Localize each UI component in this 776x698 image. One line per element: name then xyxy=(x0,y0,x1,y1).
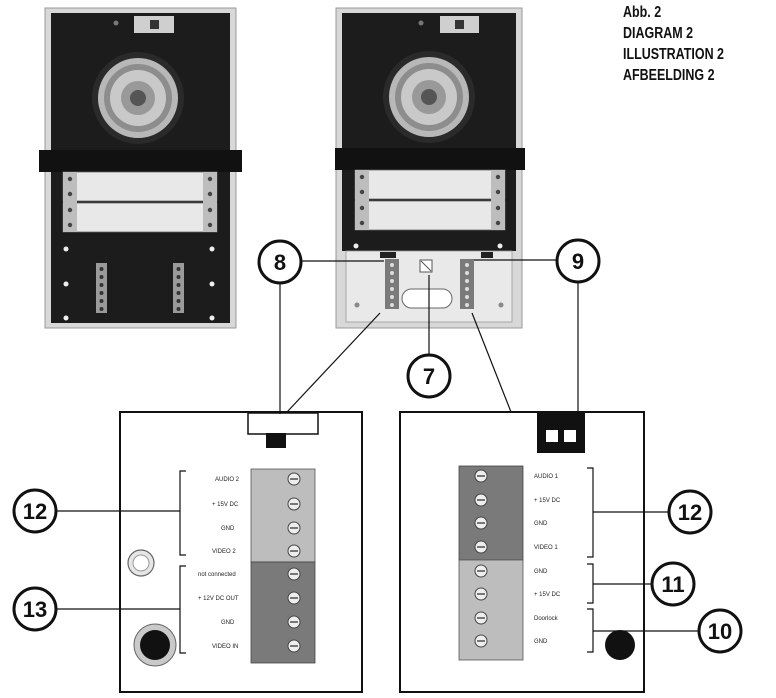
callout-12-left-label: 12 xyxy=(23,499,47,524)
left-terminal-labels: AUDIO 2 + 15V DC GND VIDEO 2 not connect… xyxy=(198,477,240,650)
left-station-band xyxy=(39,150,242,172)
left-label-video-in: VIDEO IN xyxy=(212,644,238,650)
board-terminal-right xyxy=(460,259,474,309)
callout-11-label: 11 xyxy=(661,572,684,597)
callout-7-label: 7 xyxy=(423,364,435,389)
left-label-audio2: AUDIO 2 xyxy=(215,477,240,483)
right-door-station xyxy=(335,7,525,329)
left-label-15vdc: + 15V DC xyxy=(212,502,239,508)
left-door-station xyxy=(39,7,242,329)
left-indicator-led xyxy=(113,20,119,26)
left-terminal-block-lower xyxy=(250,561,316,664)
right-label-doorlock: Doorlock xyxy=(534,616,559,622)
board-cable-opening xyxy=(401,288,453,309)
right-terminal-block-lower xyxy=(458,559,524,661)
caption-line-de: Abb. 2 xyxy=(623,4,662,21)
board-terminal-left xyxy=(385,259,399,309)
board-jumper-left xyxy=(380,252,396,258)
callout-12-right-label: 12 xyxy=(678,500,702,525)
left-station-terminal-strips xyxy=(96,263,184,313)
left-bracket-upper xyxy=(179,470,186,556)
left-camera-icon xyxy=(150,20,159,29)
right-detail-jumper xyxy=(537,413,585,453)
callout-9-label: 9 xyxy=(572,249,584,274)
caption-line-nl: AFBEELDING 2 xyxy=(623,67,715,84)
right-indicator-led xyxy=(418,20,424,26)
right-speaker-grille xyxy=(383,51,475,143)
left-speaker-grille xyxy=(92,52,184,144)
left-label-gnd-1: GND xyxy=(221,526,235,532)
left-terminal-block-upper xyxy=(250,468,316,563)
left-label-not-connected: not connected xyxy=(198,572,236,578)
left-label-gnd-2: GND xyxy=(221,620,235,626)
left-label-12vdc-out: + 12V DC OUT xyxy=(198,596,239,602)
callout-7: 7 xyxy=(406,353,452,399)
right-terminal-screws xyxy=(474,469,488,648)
caption-line-en: DIAGRAM 2 xyxy=(623,25,694,42)
figure-caption: Abb. 2 DIAGRAM 2 ILLUSTRATION 2 AFBEELDI… xyxy=(623,2,724,86)
right-label-gnd-1: GND xyxy=(534,521,548,527)
right-camera-icon xyxy=(455,20,464,29)
caption-line-fr: ILLUSTRATION 2 xyxy=(623,46,724,63)
right-label-15vdc-1: + 15V DC xyxy=(534,498,561,504)
left-station-screws xyxy=(63,246,215,321)
callout-8: 8 xyxy=(257,239,303,285)
board-jumper-right xyxy=(481,252,493,258)
callout-9: 9 xyxy=(555,238,601,284)
left-label-video2: VIDEO 2 xyxy=(212,549,236,555)
right-detail-box: AUDIO 1 + 15V DC GND VIDEO 1 GND + 15V D… xyxy=(399,411,645,693)
right-terminal-block-upper xyxy=(458,465,524,561)
callout-10-label: 10 xyxy=(708,619,732,644)
callout-8-label: 8 xyxy=(274,250,286,275)
left-name-plates xyxy=(62,171,218,233)
callout-12-left: 12 xyxy=(12,488,58,534)
left-detail-jumper-housing xyxy=(247,412,319,435)
callout-11: 11 xyxy=(650,561,696,607)
leader-lines xyxy=(56,259,699,632)
left-terminal-screws xyxy=(287,472,301,653)
right-round-hole xyxy=(605,630,635,660)
right-name-plates xyxy=(354,169,506,231)
right-station-band xyxy=(335,148,525,170)
right-label-gnd-2: GND xyxy=(534,569,548,575)
right-label-video1: VIDEO 1 xyxy=(534,545,558,551)
right-label-15vdc-2: + 15V DC xyxy=(534,592,561,598)
callout-10: 10 xyxy=(697,608,743,654)
right-terminal-labels: AUDIO 1 + 15V DC GND VIDEO 1 GND + 15V D… xyxy=(534,474,561,645)
right-label-audio1: AUDIO 1 xyxy=(534,474,559,480)
left-detail-frame xyxy=(119,411,363,693)
callout-13-label: 13 xyxy=(23,597,47,622)
callout-13: 13 xyxy=(12,586,58,632)
left-detail-jumper xyxy=(266,433,286,448)
right-label-gnd-3: GND xyxy=(534,639,548,645)
left-detail-box: AUDIO 2 + 15V DC GND VIDEO 2 not connect… xyxy=(119,411,363,693)
callout-12-right: 12 xyxy=(667,489,713,535)
